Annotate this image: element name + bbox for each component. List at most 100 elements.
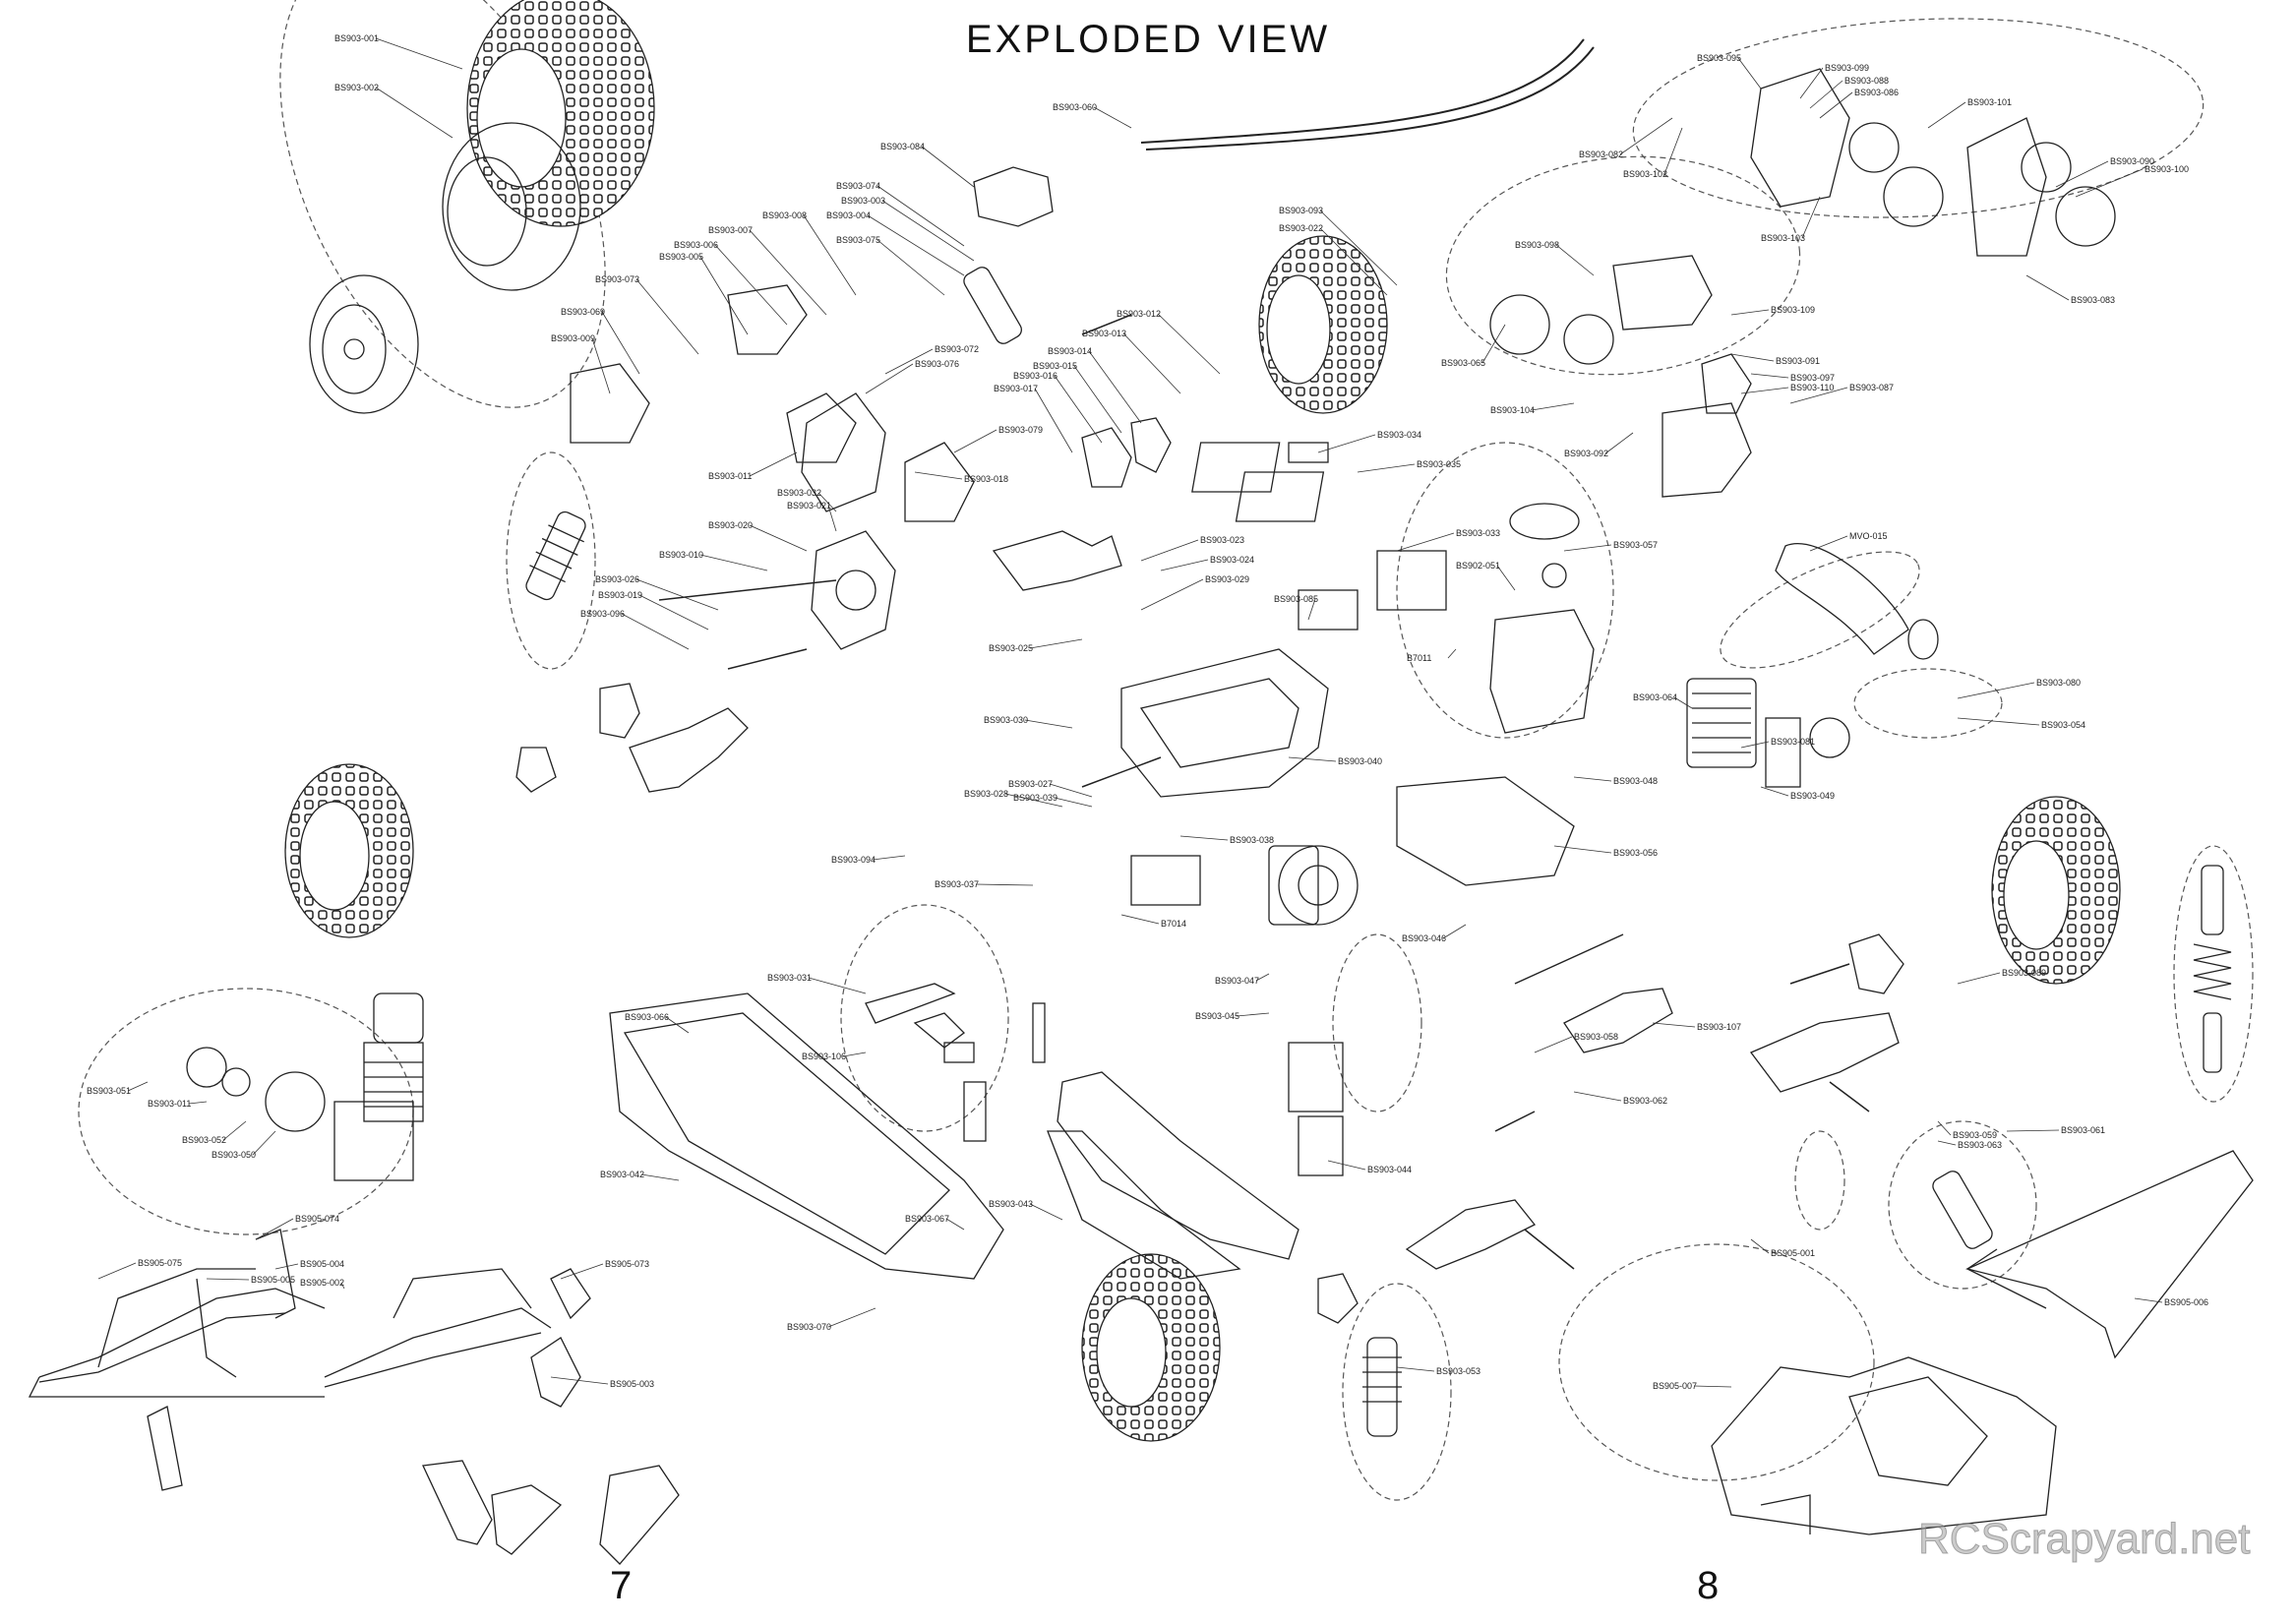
- group-outlines: [78, 0, 2254, 1501]
- leader-line: [1327, 1160, 1366, 1171]
- part-label: BS903-099: [1825, 63, 1869, 73]
- leader-line: [884, 348, 934, 375]
- shocks: [525, 267, 2232, 1437]
- part-label: BS903-028: [964, 789, 1008, 799]
- part-label: BS905-004: [300, 1259, 344, 1269]
- part-label: BS903-046: [1402, 933, 1446, 943]
- part-label: BS903-100: [2145, 164, 2189, 174]
- leader-line: [921, 146, 975, 188]
- leader-line: [601, 311, 640, 375]
- part-label: BS903-059: [1953, 1130, 1997, 1140]
- part-label: BS903-006: [674, 240, 718, 250]
- part-label: BS903-085: [1274, 594, 1318, 604]
- leader-line: [1750, 373, 1789, 379]
- part-label: BS903-009: [551, 333, 595, 343]
- part-label: BS905-074: [295, 1214, 339, 1224]
- part-label: BS903-013: [1082, 329, 1126, 338]
- part-label: BS903-086: [1854, 88, 1899, 97]
- leader-line: [1029, 638, 1083, 649]
- leader-line: [1319, 210, 1398, 286]
- part-label: BS903-073: [595, 274, 639, 284]
- leader-line: [749, 451, 798, 477]
- part-label: BS903-084: [880, 142, 925, 151]
- leader-line: [1442, 924, 1467, 939]
- part-label: BS903-011: [148, 1099, 191, 1109]
- part-label: BS903-047: [1215, 976, 1259, 986]
- exhaust-pipe: [1775, 543, 1939, 660]
- leader-line: [1801, 196, 1821, 239]
- leader-line: [749, 524, 808, 552]
- leader-line: [1809, 80, 1843, 109]
- body-shell: [1711, 1356, 2057, 1535]
- leader-line: [1534, 1036, 1573, 1053]
- leader-line: [914, 471, 963, 480]
- leader-line: [206, 1278, 250, 1281]
- part-label: BS903-042: [600, 1170, 644, 1179]
- part-label: BS903-089: [2002, 968, 2046, 978]
- part-label: BS903-081: [1771, 737, 1815, 747]
- leader-line: [375, 37, 463, 70]
- part-label: BS903-016: [1013, 371, 1057, 381]
- part-label: BS903-018: [964, 474, 1008, 484]
- suspension-arms: [629, 530, 1900, 1270]
- part-label: BS903-002: [334, 83, 379, 92]
- leader-line: [1236, 1012, 1270, 1017]
- part-label: BS903-106: [802, 1052, 846, 1061]
- leader-line: [2055, 160, 2109, 188]
- leader-line: [340, 1282, 345, 1290]
- bumper-frame: [28, 1229, 680, 1565]
- center-diff: [1268, 845, 1359, 926]
- radio-box: [1120, 442, 1447, 798]
- rear-tire-exploded: [309, 0, 655, 414]
- leader-line: [1573, 1091, 1622, 1102]
- part-label: BS903-088: [1844, 76, 1889, 86]
- part-label: BS902-051: [1456, 561, 1500, 571]
- leader-line: [222, 1120, 247, 1141]
- leader-line: [1730, 353, 1775, 362]
- leader-line: [1396, 532, 1455, 552]
- part-label: BS903-034: [1377, 430, 1421, 440]
- part-label: BS903-039: [1013, 793, 1057, 803]
- servo-mount: [1130, 776, 1575, 1176]
- leader-line: [2025, 274, 2070, 301]
- leader-line: [1004, 793, 1063, 808]
- part-label: BS903-080: [2036, 678, 2081, 688]
- fuel-tank: [1489, 503, 1595, 734]
- part-label: BS903-023: [1200, 535, 1244, 545]
- leader-line: [640, 1173, 680, 1181]
- page-number-right: 8: [1697, 1564, 1720, 1607]
- leader-line: [375, 87, 453, 139]
- leader-line: [1496, 565, 1516, 591]
- leader-line: [975, 883, 1034, 886]
- leader-line: [97, 1262, 137, 1280]
- part-label: B7011: [1407, 653, 1431, 663]
- watermark: RCScrapyard.net: [1917, 1515, 2251, 1564]
- leader-line: [1619, 117, 1673, 155]
- leader-line: [2075, 168, 2144, 198]
- leader-line: [827, 505, 837, 532]
- part-label: BS903-091: [1776, 356, 1820, 366]
- leader-line: [1819, 91, 1853, 119]
- part-label: BS905-003: [610, 1379, 654, 1389]
- part-label: BS903-072: [935, 344, 979, 354]
- leader-line: [1034, 388, 1073, 453]
- part-label: BS903-005: [659, 252, 703, 262]
- part-label: BS903-011: [708, 471, 752, 481]
- part-label: BS903-012: [1117, 309, 1161, 319]
- leader-line: [808, 977, 867, 994]
- part-label: BS903-044: [1367, 1165, 1412, 1174]
- leader-line: [1157, 313, 1221, 375]
- leader-line: [1073, 365, 1122, 434]
- part-label: BS903-033: [1456, 528, 1500, 538]
- rear-left-tire: [1081, 1253, 1221, 1442]
- leader-line: [953, 429, 997, 453]
- leader-line: [1652, 1022, 1696, 1028]
- part-label: BS903-026: [595, 574, 639, 584]
- leader-line: [1809, 535, 1848, 552]
- part-label: BS905-006: [2164, 1297, 2208, 1307]
- leader-line: [635, 278, 699, 355]
- part-label: BS903-019: [598, 590, 642, 600]
- leader-line: [1140, 578, 1204, 611]
- part-label: BS903-060: [1053, 102, 1097, 112]
- leader-line: [749, 229, 827, 316]
